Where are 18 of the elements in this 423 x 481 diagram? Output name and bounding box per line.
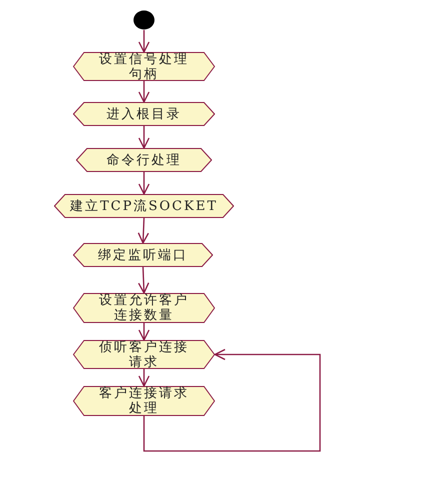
activity-box: 客户连接请求处理 [73,386,215,416]
activity-box: 进入根目录 [73,102,215,126]
arrow [138,218,150,244]
arrow [138,81,150,103]
activity-box: 命令行处理 [76,148,212,172]
arrow [138,323,150,341]
activity-box: 设置允许客户连接数量 [73,293,215,323]
activity-box: 侦听客户连接请求 [73,340,215,369]
arrow [143,348,321,452]
start-dot [133,10,155,30]
arrow [138,266,150,294]
activity-box: 设置信号处理句柄 [73,52,215,81]
activity-box: 绑定监听端口 [73,243,213,267]
arrow [138,126,150,149]
arrow [138,172,150,195]
arrow [138,30,150,53]
activity-box: 建立TCP流SOCKET [54,194,234,218]
arrow [138,369,150,387]
